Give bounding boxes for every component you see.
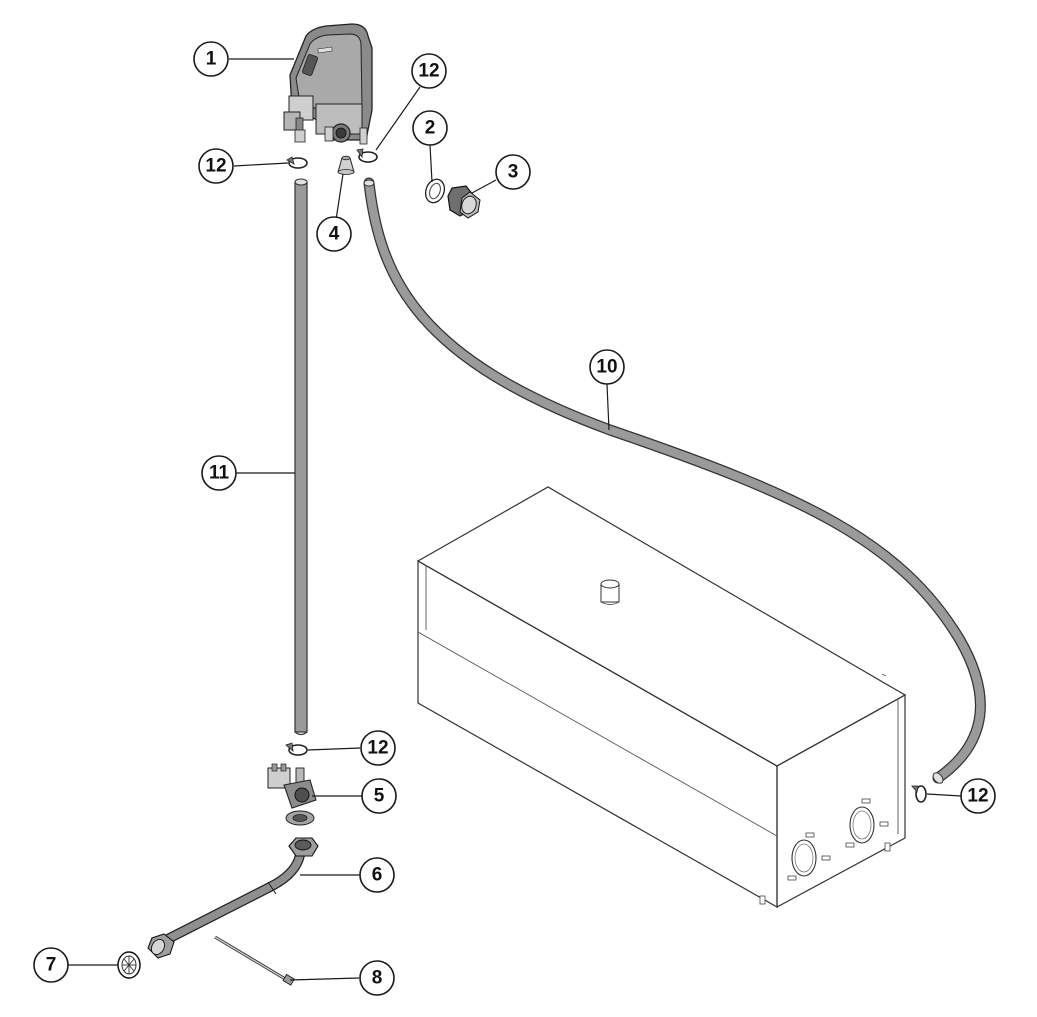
hose-long xyxy=(363,177,986,784)
callout-5: 5 xyxy=(361,778,397,814)
callout-label: 5 xyxy=(374,786,385,807)
callout-label: 7 xyxy=(46,955,57,976)
callout-label: 10 xyxy=(596,357,617,378)
callout-1: 1 xyxy=(193,41,229,77)
hose-clamp-top-right xyxy=(356,148,378,163)
hose-clamp-bottom-left xyxy=(285,742,308,756)
callout-label: 12 xyxy=(418,61,439,82)
callout-8: 8 xyxy=(359,960,395,996)
callout-4: 4 xyxy=(316,216,352,252)
callout-10: 10 xyxy=(589,349,625,385)
callout-3: 3 xyxy=(495,154,531,190)
cone-nozzle xyxy=(337,155,355,175)
callout-label: 11 xyxy=(209,463,230,484)
hose-straight xyxy=(294,178,308,736)
callout-2: 2 xyxy=(412,110,448,146)
filter-washer xyxy=(117,951,141,979)
valve-assembly xyxy=(283,23,373,145)
callout-label: 12 xyxy=(205,156,226,177)
hose-clamp-right xyxy=(911,785,927,803)
callout-label: 6 xyxy=(372,865,383,886)
callout-12-top-left: 12 xyxy=(198,148,234,184)
callout-12-top-right: 12 xyxy=(411,53,447,89)
tank-top-outlet xyxy=(600,579,620,605)
callout-label: 4 xyxy=(329,224,340,245)
callout-label: 3 xyxy=(508,162,519,183)
callout-label: 2 xyxy=(425,118,436,139)
callout-label: 1 xyxy=(206,49,217,70)
callout-label: 12 xyxy=(967,786,988,807)
cable-tie xyxy=(214,935,295,986)
callout-6: 6 xyxy=(359,857,395,893)
supply-pipe xyxy=(147,837,319,959)
callout-label: 8 xyxy=(372,968,383,989)
callout-12-right: 12 xyxy=(960,778,996,814)
inlet-valve xyxy=(267,763,317,826)
callout-12-bottom: 12 xyxy=(360,730,396,766)
cap-nut xyxy=(447,185,481,219)
hose-clamp-top-left xyxy=(286,156,308,169)
callout-label: 12 xyxy=(367,738,388,759)
tank-port-openings xyxy=(759,798,891,905)
leader-lines xyxy=(68,58,962,981)
callout-11: 11 xyxy=(201,455,237,491)
water-tank xyxy=(416,486,907,909)
callout-7: 7 xyxy=(33,947,69,983)
washer xyxy=(424,178,446,204)
